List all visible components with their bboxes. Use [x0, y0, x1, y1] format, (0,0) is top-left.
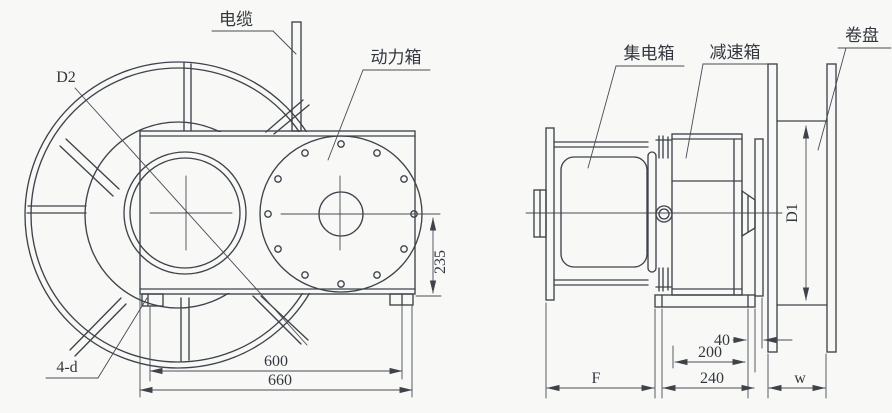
- reduction-box-leader: [685, 63, 704, 159]
- support-plate: [545, 127, 555, 301]
- collector-box-callout: 集电箱: [587, 44, 685, 169]
- rim-outer-circle: [24, 61, 332, 369]
- cable-label: 电缆: [219, 10, 253, 29]
- dim-235-text: 235: [432, 250, 449, 274]
- d2-label: D2: [56, 69, 76, 86]
- mounting-frame: [139, 130, 416, 307]
- dim-240: 240: [662, 370, 755, 392]
- tie-rods: [553, 141, 649, 286]
- power-box-label: 动力箱: [371, 48, 422, 67]
- dim-f: F: [546, 370, 655, 392]
- four-d-label: 4-d: [56, 359, 77, 376]
- bolt-studs-top: [655, 135, 672, 159]
- dim-240-text: 240: [700, 370, 724, 387]
- side-view: 集电箱 减速箱 卷盘 D1 40 200: [525, 26, 892, 399]
- cable-callout: 电缆: [211, 10, 297, 55]
- reduction-box-label: 减速箱: [710, 43, 761, 62]
- dim-660-text: 660: [268, 372, 292, 389]
- power-box-cover: [259, 135, 441, 293]
- extension-lines: [545, 297, 827, 399]
- collector-box-label: 集电箱: [624, 44, 675, 63]
- collector-box-leader: [587, 65, 617, 169]
- hub: [123, 151, 247, 275]
- shaft-bearing: [655, 205, 673, 223]
- dim-200-text: 200: [698, 344, 722, 361]
- reel-flange-left: [767, 63, 778, 353]
- wheel-spokes: [26, 62, 310, 362]
- shaft-coupling: [741, 189, 756, 238]
- reel-leader: [817, 47, 847, 151]
- dim-d1: D1: [784, 125, 810, 301]
- rim-inner-circle: [30, 67, 326, 363]
- power-box-callout: 动力箱: [327, 48, 431, 161]
- drum-circle: [84, 121, 272, 309]
- dim-600-660: 600 660: [139, 294, 413, 398]
- shaft-stub: [533, 189, 547, 238]
- dim-235: 235: [415, 217, 449, 297]
- cable-leader: [272, 30, 297, 55]
- collector-box: [560, 156, 648, 268]
- reduction-box: [671, 133, 743, 296]
- dim-40: 40: [714, 332, 793, 349]
- base-plate: [654, 294, 756, 308]
- flange-mount-plate: [754, 138, 764, 297]
- reel-callout: 卷盘: [817, 26, 892, 151]
- reel-label: 卷盘: [845, 26, 879, 45]
- power-box-leader: [327, 69, 364, 161]
- dim-d1-text: D1: [784, 203, 801, 223]
- d2-diameter-line: [74, 87, 308, 346]
- dim-200: 200: [674, 344, 746, 366]
- reel-rim-and-drum: [24, 61, 332, 369]
- dim-600-text: 600: [264, 353, 288, 370]
- dim-w: w: [768, 370, 826, 392]
- mount-tab-left: [141, 293, 164, 307]
- dim-w-text: w: [794, 370, 806, 387]
- dim-f-text: F: [592, 370, 601, 387]
- dim-40-text: 40: [714, 332, 730, 349]
- collector-mount-plate: [647, 151, 657, 273]
- front-view: 电缆 动力箱 D2 4-d 235: [24, 10, 449, 398]
- bolt-studs-bottom: [655, 267, 672, 292]
- reel-flange-right: [826, 63, 837, 353]
- four-d-leader: [97, 297, 148, 379]
- mount-holes-callout: 4-d: [45, 297, 148, 379]
- reduction-box-callout: 减速箱: [685, 43, 769, 159]
